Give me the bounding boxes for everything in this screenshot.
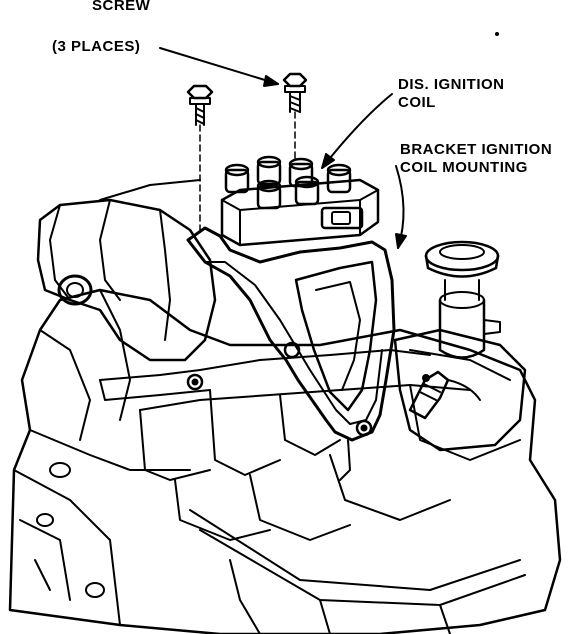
left-intake-housing <box>38 180 215 360</box>
callout-coil-label-line1: DIS. IGNITION <box>398 76 505 93</box>
right-valve-cover <box>395 330 525 450</box>
callout-leader-coil <box>322 94 392 168</box>
oil-filler-cap <box>426 242 500 358</box>
callout-places-label: (3 PLACES) <box>52 38 141 55</box>
callout-coil-label-line2: COIL <box>398 94 436 111</box>
ignition-coil-pack <box>222 157 378 245</box>
engine-block <box>10 290 560 634</box>
ignition-coil-mounting-bracket <box>188 228 394 480</box>
callout-screw-label: SCREW <box>92 0 151 14</box>
intake-manifold <box>100 350 525 634</box>
mounting-screw-right <box>423 375 429 381</box>
spark-plug-wire-fitting <box>410 372 480 418</box>
callout-leader-bracket <box>396 166 406 248</box>
speck <box>496 33 498 35</box>
mounting-screw-middle <box>284 74 306 160</box>
mounting-screw-left <box>188 86 212 232</box>
callout-leader-screw <box>160 48 278 86</box>
callout-bracket-label-line2: COIL MOUNTING <box>400 159 528 176</box>
callout-bracket-label-line1: BRACKET IGNITION <box>400 141 553 158</box>
